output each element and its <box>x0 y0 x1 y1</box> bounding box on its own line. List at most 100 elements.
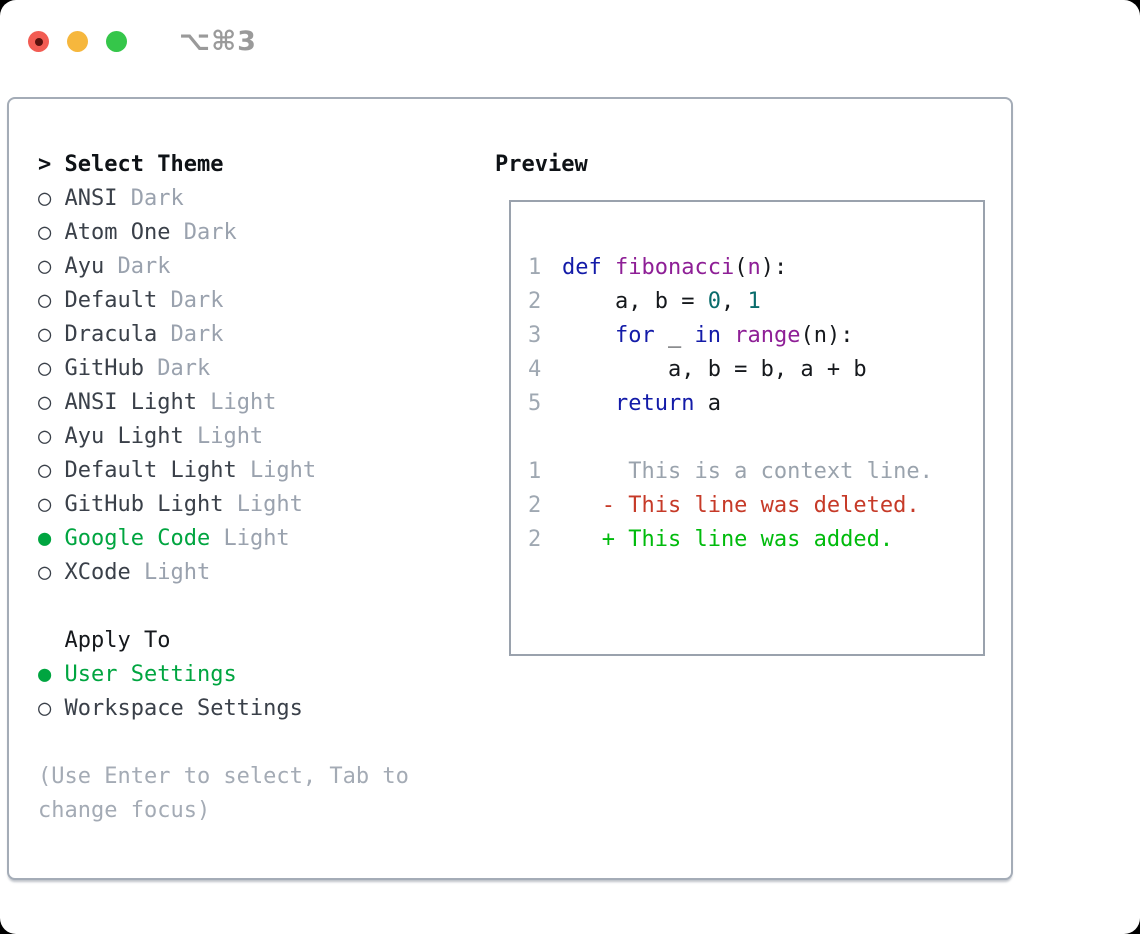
radio-icon: ○ <box>38 424 65 449</box>
theme-variant-tag: Light <box>249 458 317 483</box>
close-button[interactable] <box>28 31 49 52</box>
theme-variant-tag: Dark <box>117 254 171 279</box>
theme-option-google-code[interactable]: ● Google Code Light <box>38 522 409 556</box>
minimize-button[interactable] <box>67 31 88 52</box>
theme-option-github-light[interactable]: ○ GitHub Light Light <box>38 488 409 522</box>
line-number: 1 <box>528 459 542 484</box>
code-content: for _ in range(n): <box>562 323 853 348</box>
apply-option-label: User Settings <box>64 662 237 687</box>
radio-icon: ○ <box>38 390 65 415</box>
spacer <box>38 726 409 760</box>
apply-option-user-settings[interactable]: ● User Settings <box>38 658 409 692</box>
preview-code-line: 1 def fibonacci(n): <box>511 251 983 285</box>
theme-list-column: > Select Theme ○ ANSI Dark○ Atom One Dar… <box>38 148 409 828</box>
radio-icon: ○ <box>38 560 65 585</box>
line-number: 4 <box>528 357 542 382</box>
code-token: ( <box>734 255 748 280</box>
theme-option-ayu-light[interactable]: ○ Ayu Light Light <box>38 420 409 454</box>
cursor-arrow-icon: > <box>38 152 65 177</box>
code-token <box>562 391 615 416</box>
code-token: in <box>694 323 721 348</box>
apply-to-title: Apply To <box>38 628 171 653</box>
line-number: 3 <box>528 323 542 348</box>
radio-icon: ○ <box>38 186 65 211</box>
theme-variant-tag: Light <box>223 526 290 551</box>
radio-icon: ○ <box>38 356 65 381</box>
theme-option-dracula[interactable]: ○ Dracula Dark <box>38 318 409 352</box>
select-theme-title: Select Theme <box>64 152 224 177</box>
apply-option-workspace-settings[interactable]: ○ Workspace Settings <box>38 692 409 726</box>
line-number: 1 <box>528 255 542 280</box>
theme-name: ANSI Light <box>64 390 211 415</box>
selected-radio-icon: ● <box>38 662 65 687</box>
code-token: n <box>747 255 761 280</box>
code-token: range <box>734 323 801 348</box>
theme-variant-tag: Dark <box>183 220 237 245</box>
radio-icon: ○ <box>38 254 65 279</box>
theme-option-xcode[interactable]: ○ XCode Light <box>38 556 409 590</box>
theme-variant-tag: Light <box>210 390 277 415</box>
preview-code-line: 5 return a <box>511 387 983 421</box>
theme-picker-panel: > Select Theme ○ ANSI Dark○ Atom One Dar… <box>7 97 1013 880</box>
theme-option-ansi[interactable]: ○ ANSI Dark <box>38 182 409 216</box>
theme-name: Google Code <box>64 526 224 551</box>
code-token: for <box>614 323 655 348</box>
code-token: def <box>562 255 602 280</box>
titlebar: ⌥⌘3 <box>28 26 257 57</box>
theme-variant-tag: Light <box>236 492 303 517</box>
radio-icon: ○ <box>38 288 65 313</box>
theme-name: XCode <box>64 560 144 585</box>
preview-code-line: 3 for _ in range(n): <box>511 319 983 353</box>
theme-option-default-light[interactable]: ○ Default Light Light <box>38 454 409 488</box>
code-content: return a <box>562 391 721 416</box>
code-token: 1 <box>747 289 761 314</box>
preview-title: Preview <box>495 152 588 177</box>
zoom-button[interactable] <box>106 31 127 52</box>
radio-icon: ○ <box>38 458 65 483</box>
radio-icon: ○ <box>38 696 65 721</box>
code-token: (n): <box>800 323 854 348</box>
help-text-line: change focus) <box>38 798 211 823</box>
theme-variant-tag: Light <box>196 424 264 449</box>
apply-option-label: Workspace Settings <box>64 696 303 721</box>
code-token: 0 <box>707 289 721 314</box>
preview-diff-line-deleted: 2 - This line was deleted. <box>511 489 983 523</box>
theme-name: Atom One <box>64 220 184 245</box>
theme-option-ayu[interactable]: ○ Ayu Dark <box>38 250 409 284</box>
line-number: 2 <box>528 527 542 552</box>
preview-diff-line-context: 1 This is a context line. <box>511 455 983 489</box>
help-text-line: (Use Enter to select, Tab to <box>38 764 409 789</box>
code-token <box>562 323 615 348</box>
theme-name: GitHub <box>64 356 158 381</box>
diff-content: - This line was deleted. <box>562 493 920 518</box>
theme-option-default[interactable]: ○ Default Dark <box>38 284 409 318</box>
code-token: a, b = b, a + b <box>562 357 867 382</box>
code-token: fibonacci <box>615 255 735 280</box>
line-number: 2 <box>528 289 542 314</box>
theme-name: ANSI <box>64 186 131 211</box>
theme-name: Default <box>64 288 171 313</box>
theme-option-atom-one[interactable]: ○ Atom One Dark <box>38 216 409 250</box>
radio-icon: ○ <box>38 322 65 347</box>
theme-option-ansi-light[interactable]: ○ ANSI Light Light <box>38 386 409 420</box>
theme-variant-tag: Dark <box>170 288 224 313</box>
line-number: 2 <box>528 493 542 518</box>
code-token: ): <box>760 255 788 280</box>
line-number: 5 <box>528 391 542 416</box>
code-content: def fibonacci(n): <box>562 255 787 280</box>
theme-variant-tag: Dark <box>130 186 184 211</box>
radio-icon: ○ <box>38 220 65 245</box>
radio-icon: ○ <box>38 492 65 517</box>
spacer <box>511 421 983 455</box>
theme-name: Ayu <box>64 254 118 279</box>
apply-to-header: Apply To <box>38 624 409 658</box>
theme-option-github[interactable]: ○ GitHub Dark <box>38 352 409 386</box>
code-token <box>721 323 734 348</box>
theme-variant-tag: Dark <box>170 322 224 347</box>
theme-variant-tag: Light <box>143 560 211 585</box>
code-token: a, b = <box>562 289 708 314</box>
code-content: a, b = b, a + b <box>562 357 867 382</box>
theme-name: Default Light <box>64 458 250 483</box>
